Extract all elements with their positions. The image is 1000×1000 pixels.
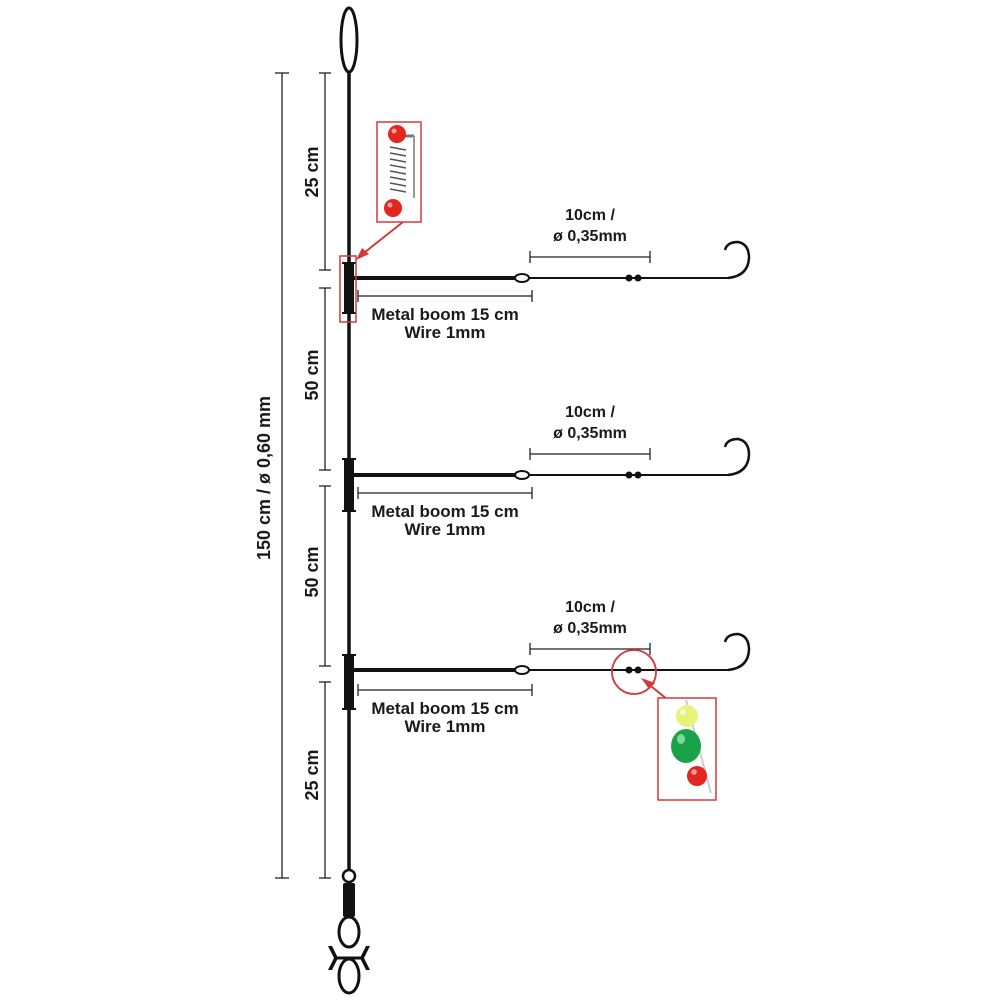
swivel-icon [343,883,355,917]
hook-icon [723,437,751,477]
snap-ring-icon [337,915,361,949]
total-length-label: 150 cm / ø 0,60 mm [254,396,274,560]
bottom-ring [341,868,357,884]
wire-label: Wire 1mm [404,323,485,342]
wire-label: Wire 1mm [404,520,485,539]
segment-label: 25 cm [302,749,322,800]
spring-coil-icon [389,146,407,193]
segment-label: 50 cm [302,349,322,400]
hook-icon [723,240,751,280]
snood-diameter-label: ø 0,35mm [553,425,627,442]
red-bead-icon [687,766,707,786]
boom-sleeve [344,654,354,710]
snap-ring-icon [337,957,361,995]
segment-dimension-1: 25 cm [302,72,331,271]
segment-dimension-3: 50 cm [302,485,331,667]
total-dimension: 150 cm / ø 0,60 mm [254,72,289,879]
callout-bead-detail [611,649,717,801]
hook-icon [723,632,751,672]
boom-assembly-1: Metal boom 15 cm Wire 1mm 10cm / ø 0,35m… [342,207,751,342]
crimp-sleeve [514,665,530,675]
snood-length-label: 10cm / [565,404,615,421]
boom-assembly-2: Metal boom 15 cm Wire 1mm 10cm / ø 0,35m… [342,404,751,539]
snood-length-label: 10cm / [565,207,615,224]
segment-dimension-2: 50 cm [302,287,331,471]
crimp-sleeve [514,273,530,283]
segment-dimension-4: 25 cm [302,681,331,879]
red-bead-icon [384,199,402,217]
green-bead-icon [671,729,701,763]
top-loop [339,6,359,74]
callout-stopper-detail [339,121,422,323]
wire-label: Wire 1mm [404,717,485,736]
boom-sleeve [344,262,354,314]
crimp-sleeve [514,470,530,480]
callout-circle [611,649,657,695]
callout-arrow [359,221,404,257]
snood-diameter-label: ø 0,35mm [553,228,627,245]
segment-label: 50 cm [302,546,322,597]
boom-label: Metal boom 15 cm [371,699,518,718]
yellow-bead-icon [676,705,698,727]
swivel-snap [328,868,370,995]
callout-frame [339,255,357,323]
boom-label: Metal boom 15 cm [371,502,518,521]
snood-diameter-label: ø 0,35mm [553,620,627,637]
boom-label: Metal boom 15 cm [371,305,518,324]
boom-sleeve [344,458,354,512]
segment-label: 25 cm [302,146,322,197]
snood-length-label: 10cm / [565,599,615,616]
boom-assembly-3: Metal boom 15 cm Wire 1mm 10cm / ø 0,35m… [342,599,751,736]
red-bead-icon [388,125,406,143]
